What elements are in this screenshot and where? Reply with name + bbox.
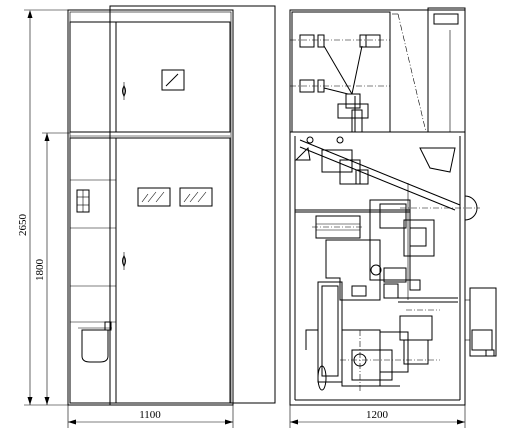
auxiliary-box [465, 287, 497, 357]
upper-busbar [290, 34, 390, 133]
dim-front-width: 1100 [139, 409, 161, 421]
dim-lower-height: 1800 [34, 259, 46, 282]
dim-total-height: 2650 [17, 214, 29, 237]
side-view [289, 7, 497, 406]
front-view [67, 5, 276, 406]
withdrawable-truck [305, 281, 440, 392]
circuit-breaker [312, 199, 458, 311]
operating-link [294, 136, 480, 300]
dim-side-width: 1200 [366, 409, 389, 421]
dimension-lines [24, 9, 466, 428]
